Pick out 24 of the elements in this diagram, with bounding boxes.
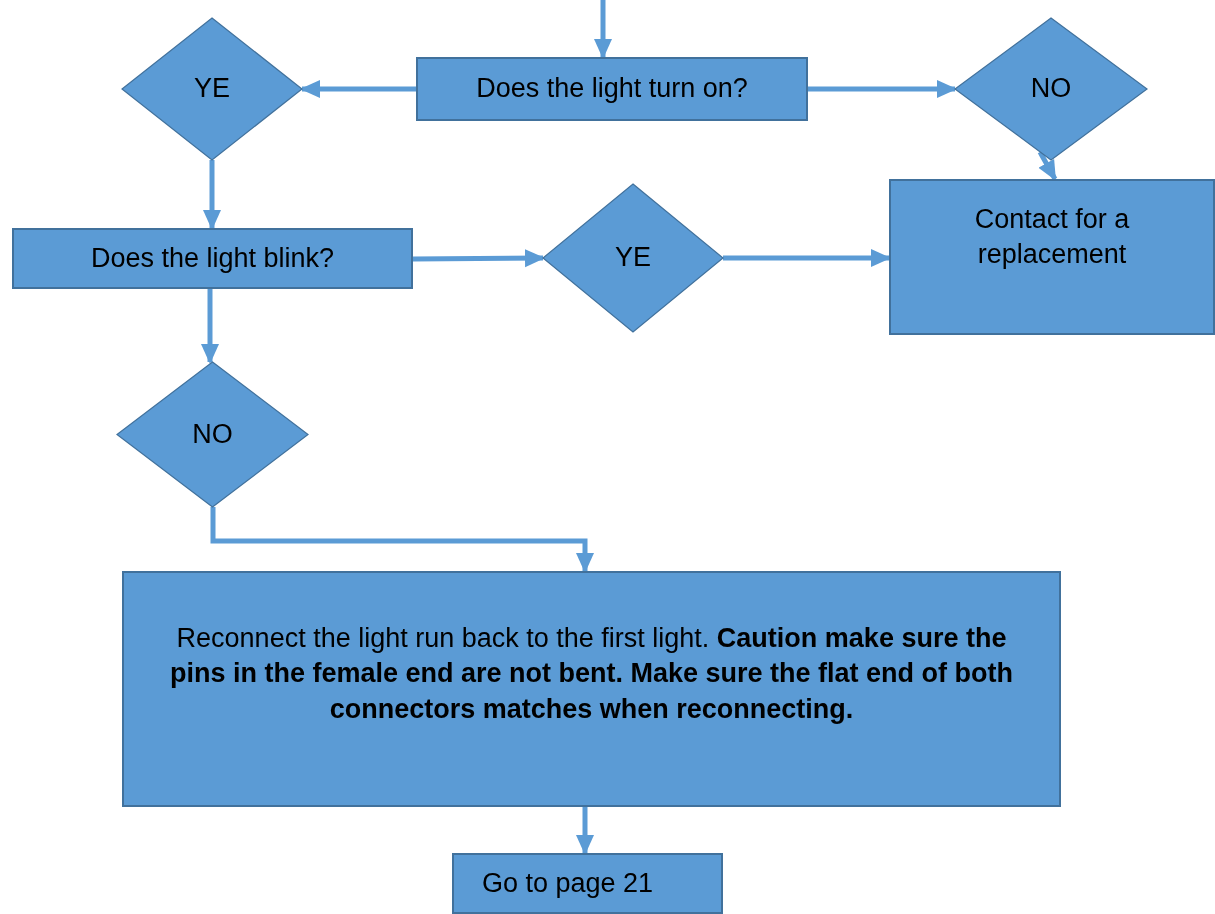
decision-label: YE: [614, 241, 652, 275]
process-box: [122, 571, 1061, 807]
arrow: [723, 249, 891, 267]
process-box: [12, 228, 413, 289]
step-text: Does the light turn on?: [475, 72, 749, 106]
arrow: [808, 80, 957, 98]
step-text: Reconnect the light run back to the first light. Caution make sure the pins in the female end are not bent. Make sure the flat end of both connectors matches when reconnecting.: [168, 622, 1015, 726]
decision-label: NO: [191, 417, 234, 451]
step-text: Contact for a replacement: [973, 202, 1131, 271]
arrow: [413, 249, 545, 268]
process-box: [416, 57, 808, 121]
arrow: [300, 80, 416, 98]
arrow: [594, 0, 612, 59]
arrow: [203, 160, 221, 230]
step-text: Go to page 21: [480, 866, 655, 900]
decision-label: YE: [193, 72, 231, 106]
arrow: [201, 289, 219, 364]
arrow: [1037, 150, 1058, 181]
step-text: Does the light blink?: [89, 241, 336, 275]
decision-label: NO: [1029, 72, 1073, 106]
arrow: [576, 807, 594, 855]
arrow: [210, 507, 594, 573]
process-box: [889, 179, 1215, 335]
process-box: [452, 853, 723, 914]
